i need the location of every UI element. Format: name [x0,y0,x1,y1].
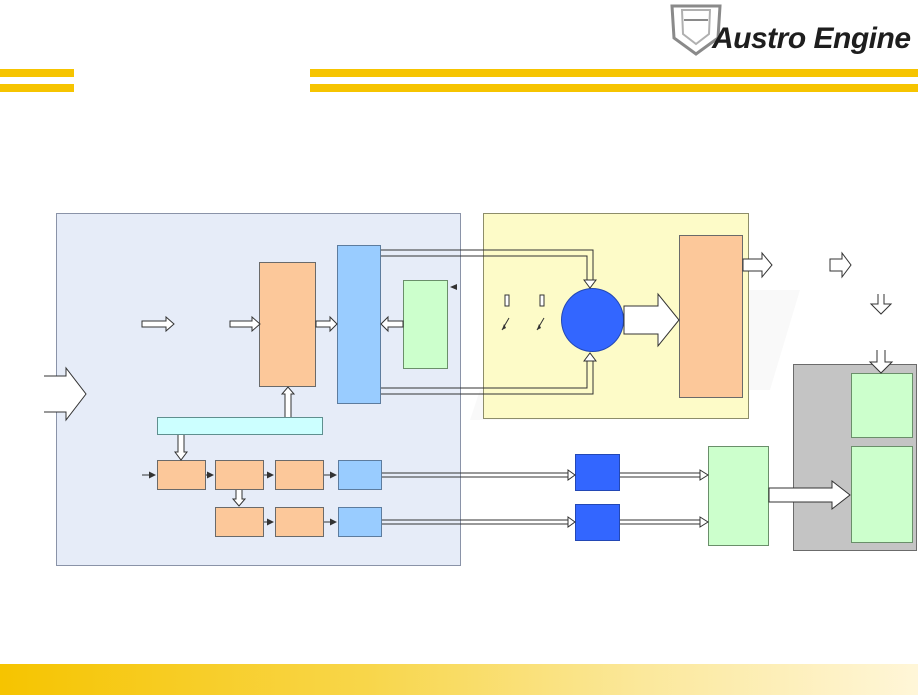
arrow-processing-to-interface [315,315,338,333]
processing-block-row2-b [275,507,324,537]
arrow-in-1 [141,315,175,333]
arrow-down-1 [869,294,893,315]
arrow-bus-to-row1 [174,435,188,461]
processing-block-row1-a [157,460,206,490]
interface-block-main [337,245,381,404]
arrow-out-2 [829,251,852,279]
arrow-engine-out [742,251,773,279]
header-bar-left-bottom [0,84,74,92]
interface-block-row1 [338,460,382,490]
header-bar-right-bottom [310,84,918,92]
arrow-down-2 [868,350,894,374]
arrow-outputs-to-airframe [768,479,851,511]
header-bar-left-top [0,69,74,77]
arrow-display-to-interface [380,315,404,333]
actuator-circle [561,288,624,352]
engine-block [679,235,743,398]
driver-block-1 [575,454,620,491]
processing-block-row2-a [215,507,264,537]
airframe-display-bottom [851,446,913,543]
arrow-in-2 [229,315,261,333]
header-bar-right-top [310,69,918,77]
arrow-actuator-to-engine [623,292,680,348]
input-arrow-large [44,366,87,422]
logo-text: Austro Engine [712,22,911,55]
footer-gradient-bar [0,664,918,695]
processing-block-row1-c [275,460,324,490]
driver-block-2 [575,504,620,541]
airframe-display-top [851,373,913,438]
arrow-bus-to-processing [280,386,296,417]
display-block-outputs [708,446,769,546]
logo-emblem-icon [670,4,722,56]
processing-block-row1-b [215,460,264,490]
bus-block [157,417,323,435]
austro-engine-logo [664,0,914,60]
interface-block-row2 [338,507,382,537]
processing-block-main [259,262,316,387]
